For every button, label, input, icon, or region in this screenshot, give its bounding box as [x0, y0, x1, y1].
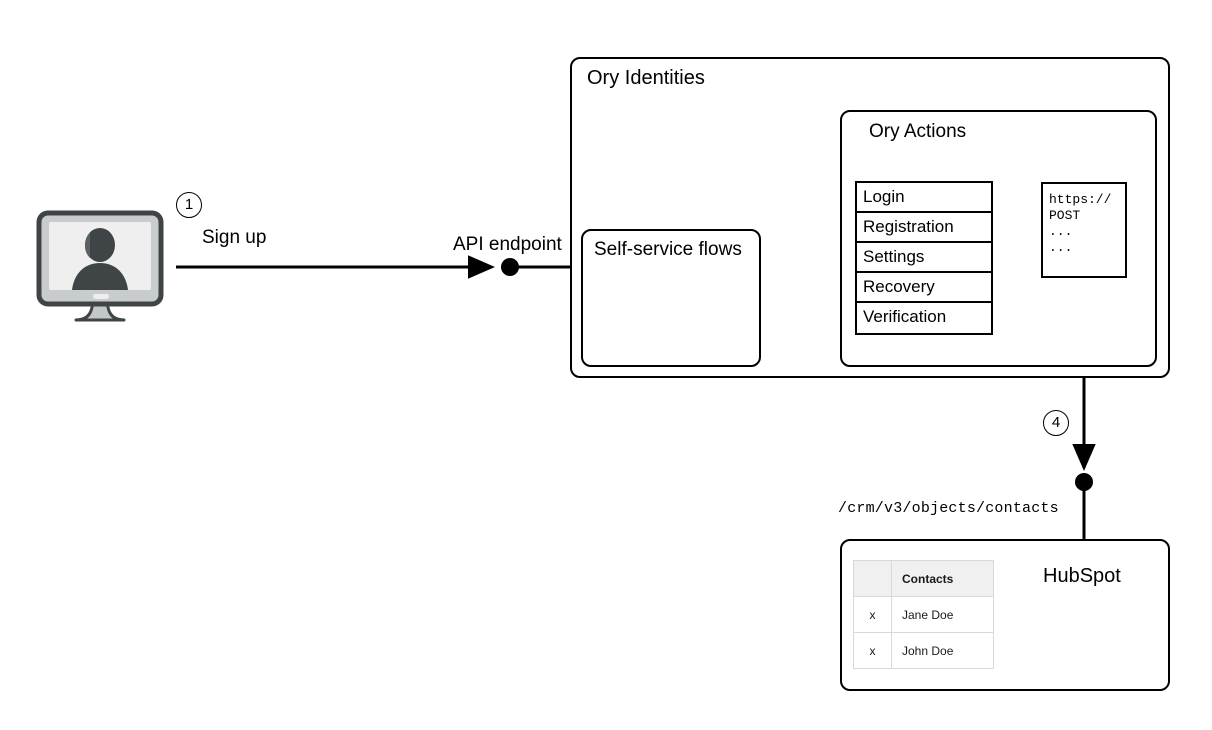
sign-up-label: Sign up: [202, 227, 267, 248]
api-endpoint-label: API endpoint: [453, 234, 562, 255]
self-service-flows-label: Self-service flows: [594, 239, 742, 260]
hubspot-title: HubSpot: [1043, 565, 1121, 587]
webhook-line-ellipsis-2: ...: [1049, 240, 1073, 255]
contacts-table: Contacts x Jane Doe x John Doe: [853, 560, 994, 669]
ory-identities-title: Ory Identities: [587, 67, 705, 89]
webhook-code-box: https:// POST ... ...: [1041, 182, 1127, 278]
self-service-flows-box: [581, 229, 761, 367]
contact-row-mark: x: [853, 596, 892, 633]
webhook-line-method: POST: [1049, 208, 1081, 223]
contact-row-name: Jane Doe: [891, 596, 994, 633]
contacts-table-header-row: Contacts: [853, 560, 994, 597]
step-badge-4: 4: [1043, 410, 1069, 436]
flow-item-registration[interactable]: Registration: [857, 213, 991, 243]
api-endpoint-dot: [501, 258, 519, 276]
hubspot-endpoint-dot: [1075, 473, 1093, 491]
flow-item-settings[interactable]: Settings: [857, 243, 991, 273]
self-service-flow-list: Login Registration Settings Recovery Ver…: [855, 181, 993, 335]
step-badge-1: 1: [176, 192, 202, 218]
table-row[interactable]: x Jane Doe: [853, 596, 994, 633]
table-row[interactable]: x John Doe: [853, 632, 994, 669]
hubspot-api-path-label: /crm/v3/objects/contacts: [838, 500, 1059, 517]
contact-row-mark: x: [853, 632, 892, 669]
flow-item-recovery[interactable]: Recovery: [857, 273, 991, 303]
user-monitor-icon: [36, 210, 164, 322]
contacts-header-mark: [853, 560, 892, 597]
contacts-header-name: Contacts: [891, 560, 994, 597]
webhook-line-url: https://: [1049, 192, 1112, 207]
ory-actions-title: Ory Actions: [869, 121, 967, 142]
webhook-line-ellipsis-1: ...: [1049, 224, 1073, 239]
contact-row-name: John Doe: [891, 632, 994, 669]
flow-item-verification[interactable]: Verification: [857, 303, 991, 333]
flow-item-login[interactable]: Login: [857, 183, 991, 213]
